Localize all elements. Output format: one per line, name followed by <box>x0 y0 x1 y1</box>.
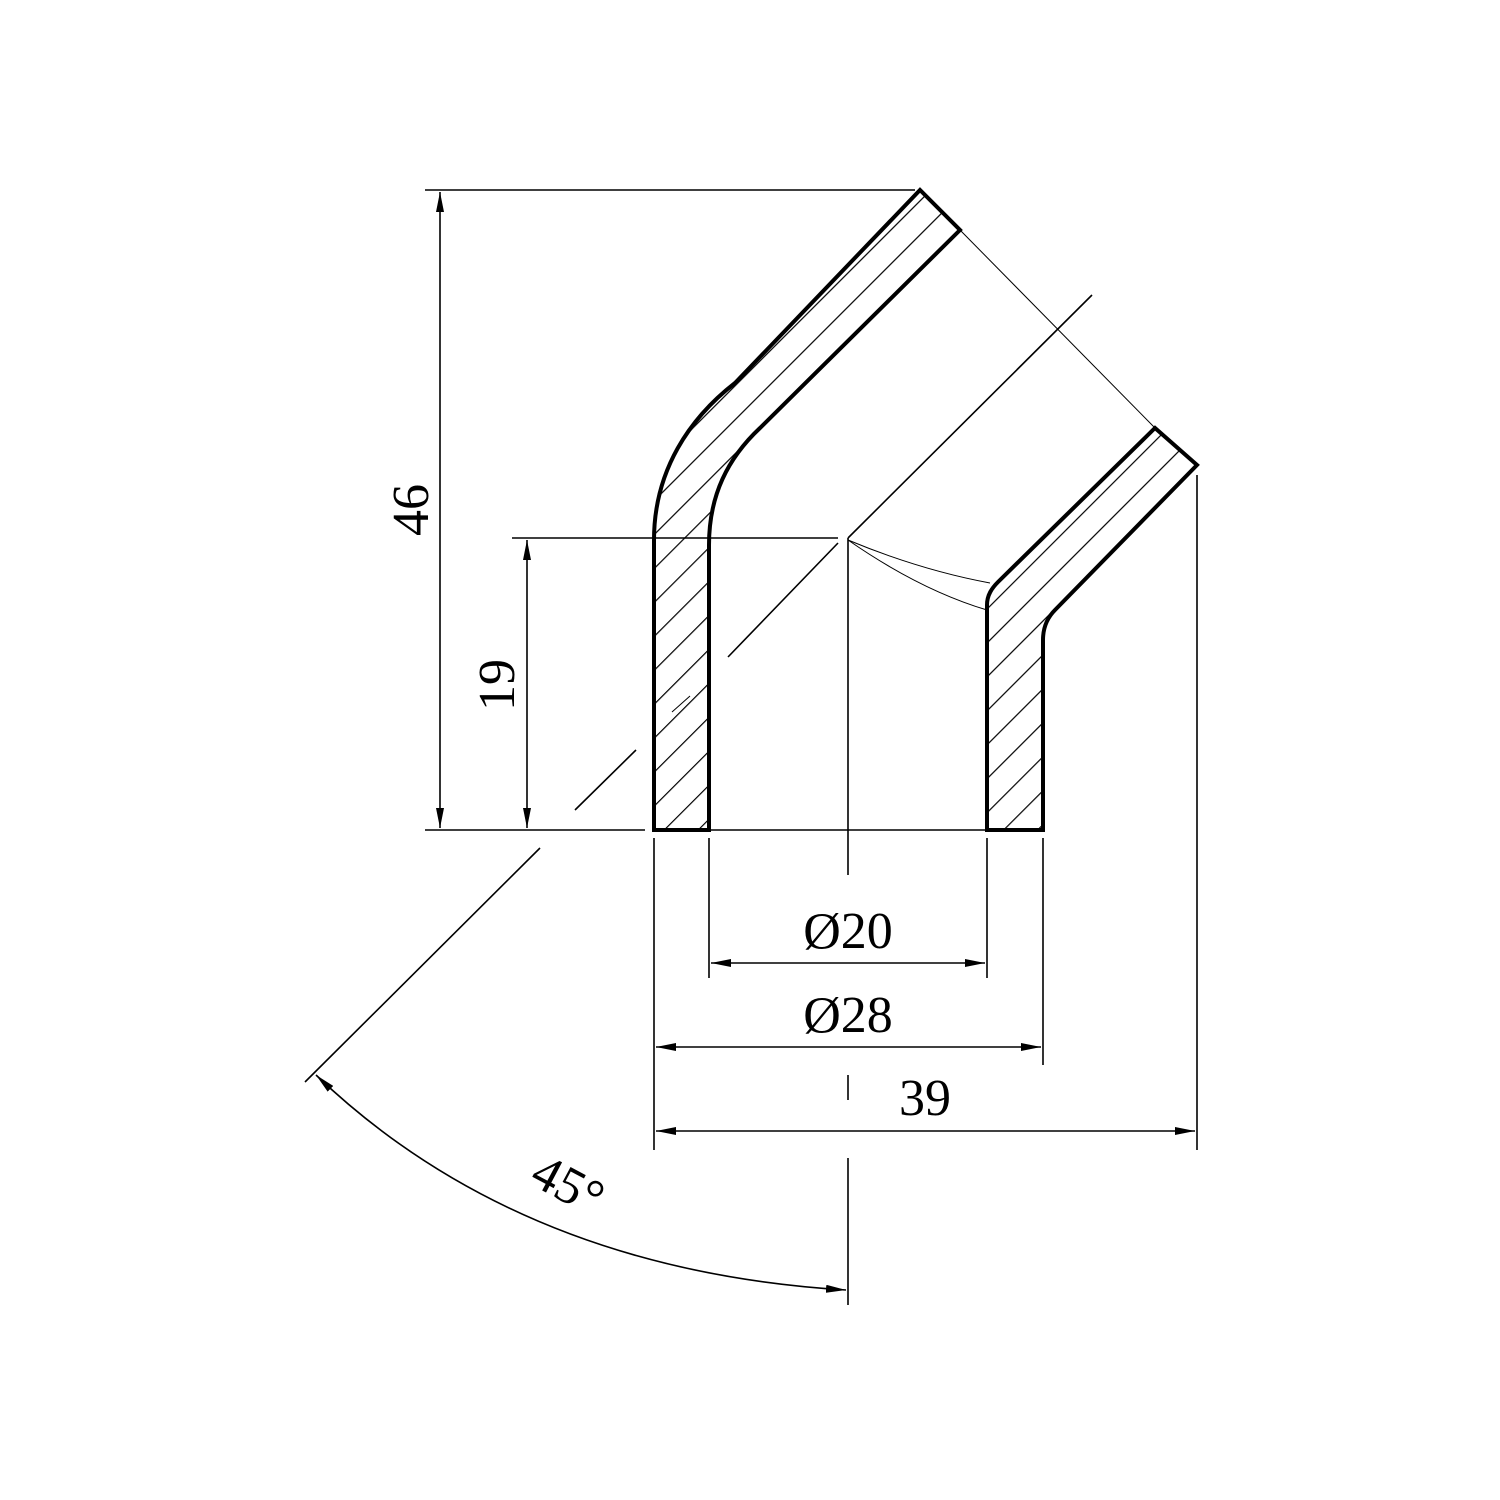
angle-45-dimension <box>315 1074 847 1293</box>
left-wall-section <box>652 187 963 832</box>
height-19-label: 19 <box>469 659 526 711</box>
height-46-label: 46 <box>383 484 440 536</box>
outer-diameter-label: Ø28 <box>803 987 893 1044</box>
angle-45-label: 45° <box>522 1143 613 1228</box>
construction-lines <box>304 229 1156 1305</box>
right-wall-section <box>985 425 1200 832</box>
width-39-label: 39 <box>899 1070 951 1127</box>
extension-lines <box>425 189 1198 1150</box>
inner-diameter-label: Ø20 <box>803 903 893 960</box>
